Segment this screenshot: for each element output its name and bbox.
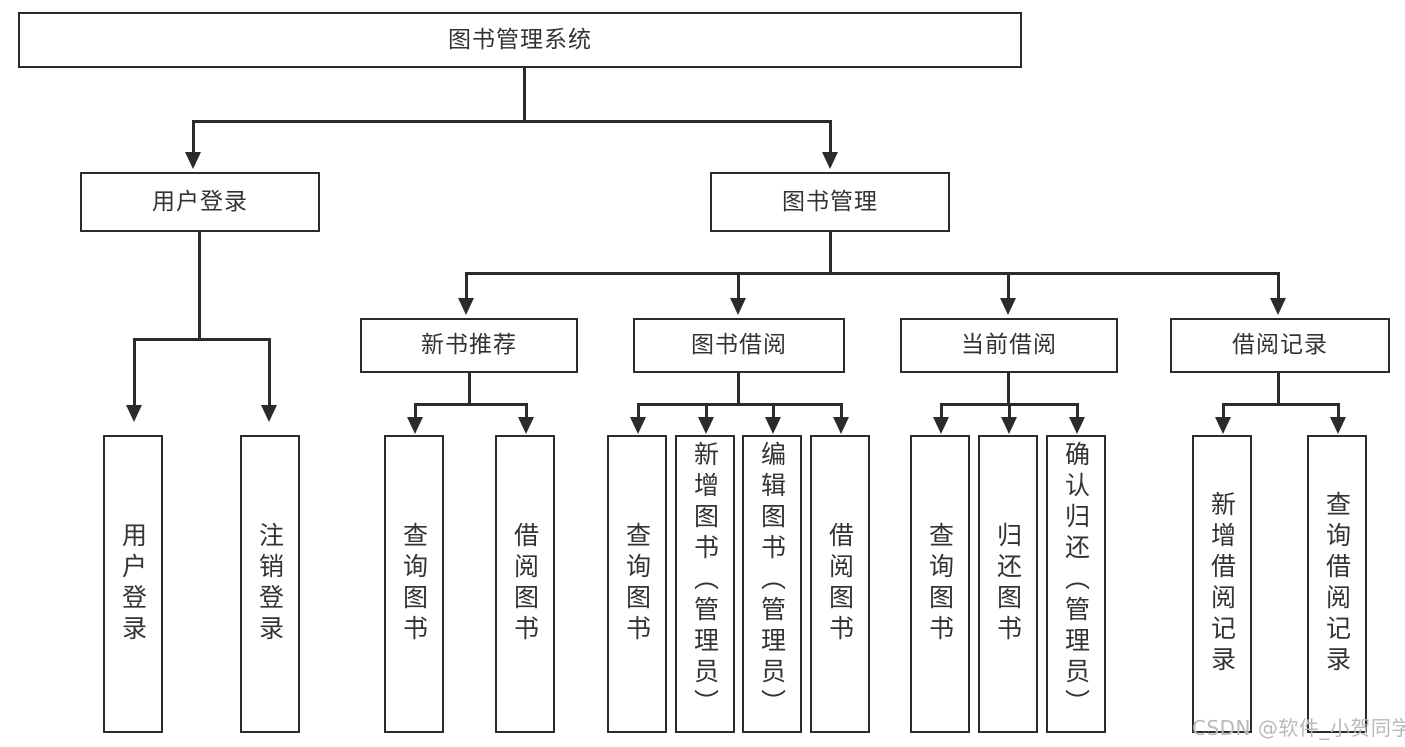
connector-nbr-child-2 (525, 403, 528, 418)
leaf-borrow-query-book[interactable]: 查询图书 (607, 435, 667, 733)
connector-br-child-1 (1222, 403, 1225, 418)
connector-root-to-book-mgmt (829, 120, 832, 153)
connector-cb-child-2 (1008, 403, 1011, 418)
leaf-label: 用户登录 (118, 522, 148, 646)
arrowhead-bb-child-3 (765, 417, 781, 434)
connector-bb-stem (737, 373, 740, 405)
leaf-recommend-query-book[interactable]: 查询图书 (384, 435, 444, 733)
leaf-records-add-record[interactable]: 新增借阅记录 (1192, 435, 1252, 733)
leaf-current-query-book[interactable]: 查询图书 (910, 435, 970, 733)
connector-bb-child-1 (637, 403, 640, 418)
connector-br-stem (1277, 373, 1280, 405)
arrowhead-bb-child-2 (698, 417, 714, 434)
leaf-label: 注销登录 (255, 522, 285, 646)
leaf-borrow-add-book-admin[interactable]: 新增图书（管理员） (675, 435, 735, 733)
connector-bm-child-4 (1277, 272, 1280, 299)
connector-br-child-2 (1337, 403, 1340, 418)
arrowhead-br-child-2 (1330, 417, 1346, 434)
node-label: 图书管理 (782, 188, 878, 215)
arrowhead-bb-child-1 (630, 417, 646, 434)
watermark-text: CSDN @软件_小贺同学 (1192, 716, 1405, 740)
arrowhead-cb-child-1 (933, 417, 949, 434)
leaf-label: 借阅图书 (825, 522, 855, 646)
connector-bm-child-1 (465, 272, 468, 299)
node-label: 新书推荐 (421, 332, 517, 359)
connector-root-bus (192, 120, 832, 123)
node-book-management[interactable]: 图书管理 (710, 172, 950, 232)
leaf-records-query-record[interactable]: 查询借阅记录 (1307, 435, 1367, 733)
connector-nbr-bus (414, 403, 528, 406)
node-user-login[interactable]: 用户登录 (80, 172, 320, 232)
leaf-label: 查询图书 (925, 522, 955, 646)
connector-br-bus (1222, 403, 1340, 406)
connector-bm-stem (829, 232, 832, 274)
node-book-borrow[interactable]: 图书借阅 (633, 318, 845, 373)
connector-bm-child-3 (1007, 272, 1010, 299)
connector-cb-stem (1007, 373, 1010, 405)
connector-bb-child-3 (772, 403, 775, 418)
leaf-label: 归还图书 (993, 522, 1023, 646)
node-root-system[interactable]: 图书管理系统 (18, 12, 1022, 68)
leaf-label: 编辑图书（管理员） (757, 441, 787, 720)
connector-bm-bus (465, 272, 1279, 275)
connector-user-login-stem (198, 232, 201, 340)
connector-nbr-stem (468, 373, 471, 405)
connector-bm-child-2 (737, 272, 740, 299)
leaf-label: 借阅图书 (510, 522, 540, 646)
arrowhead-br-child-1 (1215, 417, 1231, 434)
connector-bb-child-4 (840, 403, 843, 418)
arrowhead-ul-child-2 (261, 405, 277, 422)
leaf-current-return-book[interactable]: 归还图书 (978, 435, 1038, 733)
node-label: 用户登录 (152, 188, 248, 215)
connector-root-to-user-login (192, 120, 195, 153)
leaf-user-login-signin[interactable]: 用户登录 (103, 435, 163, 733)
node-label: 图书管理系统 (448, 26, 592, 53)
arrowhead-user-login (185, 152, 201, 169)
arrowhead-nbr-child-2 (518, 417, 534, 434)
leaf-label: 新增图书（管理员） (690, 441, 720, 720)
node-borrow-records[interactable]: 借阅记录 (1170, 318, 1390, 373)
connector-root-stem-main (523, 68, 526, 120)
leaf-current-confirm-return-admin[interactable]: 确认归还（管理员） (1046, 435, 1106, 733)
leaf-label: 查询借阅记录 (1322, 491, 1352, 677)
connector-cb-child-3 (1076, 403, 1079, 418)
leaf-label: 确认归还（管理员） (1061, 441, 1091, 720)
leaf-borrow-edit-book-admin[interactable]: 编辑图书（管理员） (742, 435, 802, 733)
node-label: 图书借阅 (691, 332, 787, 359)
connector-nbr-child-1 (414, 403, 417, 418)
arrowhead-ul-child-1 (126, 405, 142, 422)
arrowhead-bm-child-4 (1270, 298, 1286, 315)
connector-cb-child-1 (940, 403, 943, 418)
node-label: 借阅记录 (1232, 332, 1328, 359)
arrowhead-cb-child-2 (1001, 417, 1017, 434)
arrowhead-bm-child-3 (1000, 298, 1016, 315)
arrowhead-book-mgmt (822, 152, 838, 169)
arrowhead-bm-child-1 (458, 298, 474, 315)
arrowhead-bb-child-4 (833, 417, 849, 434)
leaf-borrow-borrow-book[interactable]: 借阅图书 (810, 435, 870, 733)
connector-bb-child-2 (705, 403, 708, 418)
node-current-borrow[interactable]: 当前借阅 (900, 318, 1118, 373)
leaf-label: 查询图书 (622, 522, 652, 646)
arrowhead-bm-child-2 (730, 298, 746, 315)
node-new-book-recommend[interactable]: 新书推荐 (360, 318, 578, 373)
leaf-recommend-borrow-book[interactable]: 借阅图书 (495, 435, 555, 733)
arrowhead-cb-child-3 (1069, 417, 1085, 434)
leaf-label: 新增借阅记录 (1207, 491, 1237, 677)
connector-bb-bus (637, 403, 842, 406)
node-label: 当前借阅 (961, 332, 1057, 359)
connector-ul-child-1 (133, 338, 136, 406)
leaf-label: 查询图书 (399, 522, 429, 646)
connector-ul-child-2 (268, 338, 271, 406)
arrowhead-nbr-child-1 (407, 417, 423, 434)
leaf-user-login-signout[interactable]: 注销登录 (240, 435, 300, 733)
connector-user-login-bus (133, 338, 270, 341)
